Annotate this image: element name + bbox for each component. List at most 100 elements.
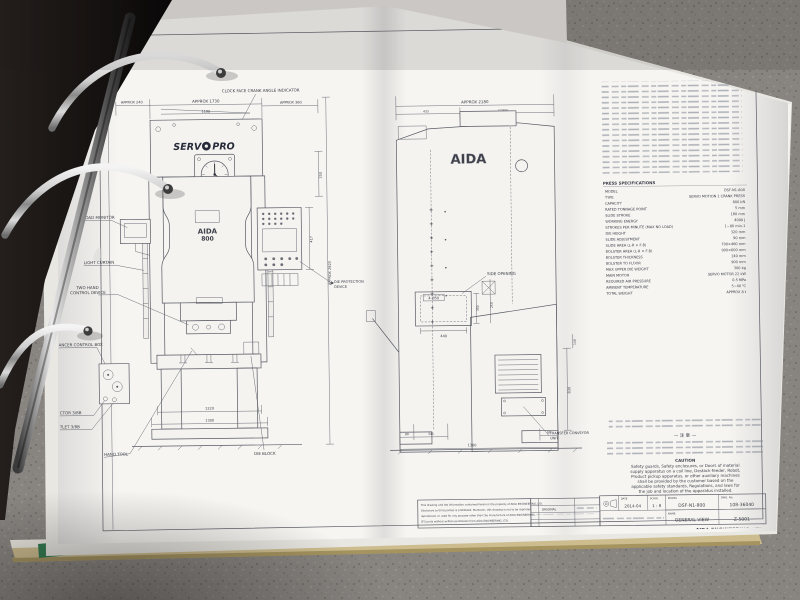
dwg-label: DWG. No. [721,495,734,499]
spec-value: SERVO MOTION 1 CRANK PRESS [689,194,746,199]
brand-serv: SERV [173,142,202,153]
label-die-protection-1: DIE PROTECTION [334,280,364,284]
dim-80r: 80 [547,430,551,434]
spec-value: DSF-N1-800 [724,188,745,192]
dim-417: 417 [309,236,313,243]
scale-value: 1 : 8 [652,503,661,508]
load-monitor-unit [119,218,151,256]
dim-250: 250 [319,172,323,179]
centerline-marks [429,208,447,324]
spec-title: PRESS SPECIFICATIONS [603,180,656,186]
spec-value: 4000 J [734,218,745,222]
die-block-part [243,341,260,355]
scale-label: SCALE [650,496,659,500]
spec-value: 700×460 mm [721,242,746,246]
side-cabinet [470,303,559,452]
binder-ring-middle [1,163,185,239]
brand-pro: PRO [212,141,234,152]
jp-caution-header: — 注 意 — [674,432,697,439]
label-side-opening: SIDE OPENING [487,271,516,276]
side-port [481,280,496,295]
spec-label: DIE HEIGHT [605,231,626,235]
jp-notes-block [601,80,743,174]
dim-350: 350 [476,305,480,311]
side-brand: AIDA [450,152,486,167]
caution-note: CAUTION Safety guards, Safety enclosures… [630,458,740,494]
label-two-hand-1: TWO HAND [75,285,99,290]
label-balancer: BALANCER CONTROL BOX [51,342,103,348]
front-view: CLOCK FACE CRANK ANGLE INDICATOR APPROX … [46,87,364,458]
spec-label: CAPACITY [605,202,623,206]
technical-drawing: CLOCK FACE CRANK ANGLE INDICATOR APPROX … [46,24,767,534]
dim-345: 345 [428,432,434,436]
label-air-outlet: AIR OUTLET 3/8B [46,424,80,429]
revision-original: ORIGINAL [542,507,557,511]
front-view-callouts: LOAD MONITOR LIGHT CURTAIN TWO HAND CONT… [46,215,364,458]
spec-value: 0.5 MPa [732,278,746,282]
dim-hole: 4-Ø50 [428,295,439,300]
spec-value: 5~40 ℃ [731,284,746,288]
dim-433: 433 [423,109,429,113]
binder-ring-top [48,51,238,132]
label-hand-tool: HAND TOOL [104,452,129,457]
caution-line: applicable safety standards, Regulations… [631,483,740,489]
spec-label: SLIDE STROKE [605,213,630,217]
dwg-no-value: 108-36040 [729,502,754,508]
label-die-block: DIE BLOCK [254,451,276,456]
spec-label: TYPE [604,196,614,200]
date-label: DATE [621,496,628,500]
caution-line: the job and location of the apparatus in… [639,488,733,494]
dim-1190: 1190 [201,110,210,114]
label-light-curtain: LIGHT CURTAIN [84,260,115,265]
notice-line: LTD parts without written permission fro… [421,518,509,523]
date-value: 2014-04 [624,503,641,508]
label-transfer-1: TRANSFER CONVEYOR [549,431,590,435]
spec-value: 90 mm [733,236,746,240]
name-label: NAME [668,511,676,515]
slide-face [179,301,237,322]
side-right-dims: 830 140 [562,334,577,431]
label-transfer-2: UNIT [550,436,559,440]
balancer-control-box [98,363,130,405]
spec-value: 300 kg [734,266,746,270]
dim-80l: 80 [405,432,409,436]
dim-approx-1730: APPROX 1730 [192,98,220,103]
side-pole [372,318,400,353]
name-value: GENERAL VIEW [675,517,710,523]
spec-value: SERVO MOTOR 22 kW [708,272,747,276]
crank-end [515,159,528,173]
clock-face-callout: CLOCK FACE CRANK ANGLE INDICATOR [222,87,300,93]
shadow-bottom-left [0,490,389,600]
spec-value: 5 mm [735,206,746,210]
caution-line: shall be provided by the customer based … [637,478,734,484]
spec-label: BOLSTER AREA (L-R × F-B) [606,249,653,254]
spec-label: SLIDE ADJUSTMENT [605,237,640,241]
dim-approx-2820: APPROX 2820 [328,261,332,285]
hand-tool-part [190,347,198,355]
side-view: APPROX 2180 433 (1280) AIDA [366,94,590,455]
control-panel [256,207,303,287]
top-cover [459,110,517,127]
spec-label: REQUIRED AIR PRESSURE [606,279,651,284]
spec-table: PRESS SPECIFICATIONS MODEL DSF-N1-800 TY… [603,180,747,296]
spec-label: BOLSTER THICKNESS [606,255,644,259]
dim-1380: 1380 [468,443,477,447]
dim-440: 440 [440,334,447,338]
caution-line: Product pickup apparatus, or other auxil… [631,473,740,479]
spec-label: TOTAL WEIGHT [605,291,633,295]
binder-ring-bottom [0,323,103,389]
shadow-top [0,0,800,70]
servo-pro-logo: SERV PRO [173,141,234,153]
spec-label: SLIDE AREA (L-R × F-B) [606,243,647,248]
binder [0,0,238,520]
model-value: DSF-N1-800 [678,503,705,509]
spec-label: BOLSTER TO FLOOR [606,261,642,265]
front-view-right-dims: 250 417 APPROX 2820 [305,96,335,445]
title-block: DATE 2014-04 SCALE 1 : 8 MODEL DSF-N1-80… [599,493,767,527]
caution-title: CAUTION [675,458,695,463]
notice-line: This drawing and the information contain… [421,502,543,507]
signature-stamps [601,514,664,523]
label-die-protection-2: DEVICE [334,285,347,289]
spec-label: MAX UPPER DIE WEIGHT [606,267,650,272]
front-model: 800 [201,236,214,243]
